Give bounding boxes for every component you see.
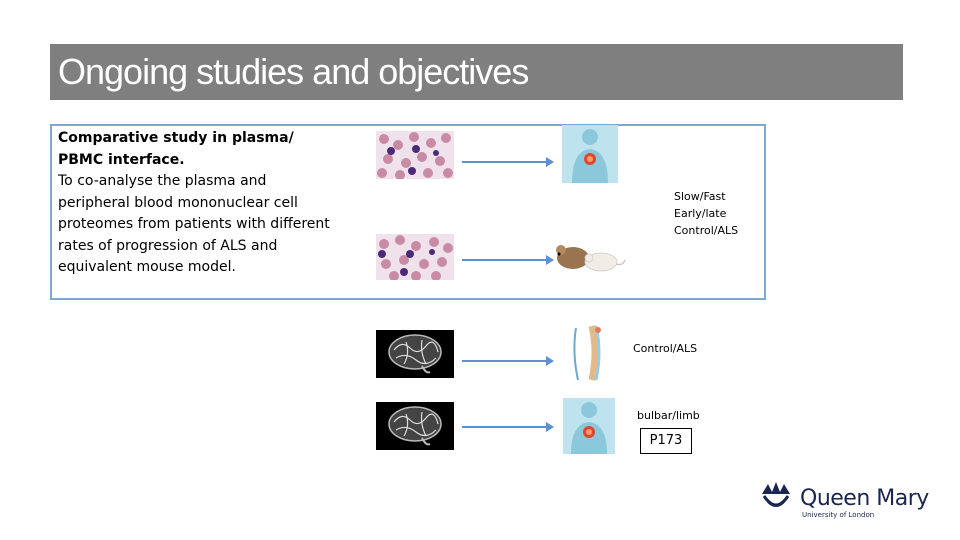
spine-image xyxy=(568,322,616,384)
mouse-image xyxy=(556,245,626,272)
brain-image-2 xyxy=(376,402,454,450)
label-control-als-2: Control/ALS xyxy=(633,342,698,355)
blood-smear-image-1 xyxy=(376,131,454,179)
study-heading: Comparative study in plasma/ PBMC interf… xyxy=(58,130,294,168)
brain-image-1 xyxy=(376,330,454,378)
label-control-als-1: Control/ALS xyxy=(674,224,739,237)
study-body: To co-analyse the plasma and peripheral … xyxy=(58,173,330,275)
arrow-2 xyxy=(462,255,554,265)
code-box: P173 xyxy=(640,428,692,454)
arrow-3 xyxy=(462,356,554,366)
human-torso-image-1 xyxy=(562,125,618,183)
label-slow-fast: Slow/Fast xyxy=(674,190,726,203)
crown-logo-icon xyxy=(762,482,790,507)
arrow-4 xyxy=(462,422,554,432)
logo-name: Queen Mary xyxy=(800,486,929,511)
study-description: Comparative study in plasma/ PBMC interf… xyxy=(58,128,338,279)
logo-subtitle: University of London xyxy=(802,511,875,519)
blood-smear-image-2 xyxy=(376,234,454,280)
label-early-late: Early/late xyxy=(674,207,727,220)
label-bulbar-limb: bulbar/limb xyxy=(637,409,700,422)
group-label-1: Slow/Fast Early/late Control/ALS xyxy=(674,188,738,239)
title-bar: Ongoing studies and objectives xyxy=(50,44,903,100)
human-torso-image-2 xyxy=(563,398,615,454)
study-box xyxy=(50,124,766,300)
slide-title: Ongoing studies and objectives xyxy=(58,51,529,92)
arrow-1 xyxy=(462,157,554,167)
